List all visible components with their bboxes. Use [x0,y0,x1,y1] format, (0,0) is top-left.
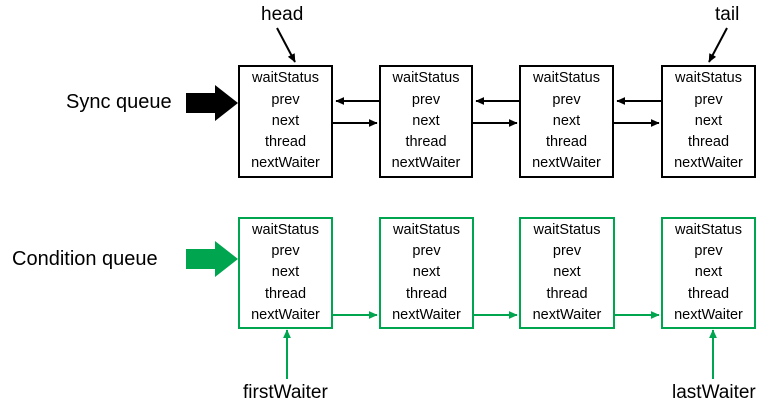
field-next: next [271,112,300,129]
field-next-waiter: nextWaiter [532,306,602,323]
condition-queue-node-1[interactable]: waitStatus prev next thread nextWaiter [238,217,333,329]
field-prev: prev [411,91,441,108]
field-thread: thread [405,285,448,302]
head-pointer-arrow [276,27,296,63]
field-wait-status: waitStatus [392,70,460,87]
field-prev: prev [412,243,441,260]
field-prev: prev [271,91,300,108]
sync-queue-node-4[interactable]: waitStatus prev next thread nextWaiter [661,65,756,178]
field-thread: thread [687,134,730,151]
sync-queue-node-3[interactable]: waitStatus prev next thread nextWaiter [519,65,614,178]
field-wait-status: waitStatus [533,221,601,238]
field-thread: thread [545,134,588,151]
condition-queue-node-3[interactable]: waitStatus prev next thread nextWaiter [519,217,615,329]
field-next-waiter: nextWaiter [251,306,320,323]
field-next: next [412,112,440,129]
sync-queue-label: Sync queue [66,91,172,113]
field-thread: thread [687,285,730,302]
condition-queue-block-arrow [186,241,238,277]
tail-pointer-label: tail [715,4,740,25]
last-waiter-label: lastWaiter [672,382,756,403]
field-prev: prev [271,243,300,260]
field-wait-status: waitStatus [393,221,460,238]
field-thread: thread [405,134,447,151]
field-next-waiter: nextWaiter [251,155,320,172]
field-next-waiter: nextWaiter [391,155,461,172]
sync-queue-block-arrow [186,85,238,121]
field-wait-status: waitStatus [533,70,600,87]
field-next: next [553,264,581,281]
field-next: next [694,264,723,281]
field-thread: thread [264,285,307,302]
first-waiter-label: firstWaiter [243,382,328,403]
field-next-waiter: nextWaiter [392,306,461,323]
tail-pointer-arrow [708,27,728,63]
field-thread: thread [546,285,588,302]
field-next: next [271,264,300,281]
condition-queue-node-4[interactable]: waitStatus prev next thread nextWaiter [661,217,756,329]
field-thread: thread [264,134,307,151]
field-next-waiter: nextWaiter [532,155,601,172]
field-next: next [412,264,441,281]
field-next: next [694,112,723,129]
condition-queue-label: Condition queue [12,248,158,270]
field-wait-status: waitStatus [675,221,742,238]
field-wait-status: waitStatus [675,70,742,87]
field-next-waiter: nextWaiter [674,155,743,172]
sync-queue-node-1[interactable]: waitStatus prev next thread nextWaiter [238,65,333,178]
field-next-waiter: nextWaiter [674,306,743,323]
field-prev: prev [694,243,723,260]
field-wait-status: waitStatus [252,70,319,87]
field-prev: prev [694,91,723,108]
head-pointer-label: head [261,4,304,25]
field-next: next [552,112,581,129]
condition-queue-node-2[interactable]: waitStatus prev next thread nextWaiter [379,217,474,329]
sync-queue-node-2[interactable]: waitStatus prev next thread nextWaiter [379,65,473,178]
field-prev: prev [552,243,582,260]
field-prev: prev [552,91,581,108]
field-wait-status: waitStatus [252,221,319,238]
